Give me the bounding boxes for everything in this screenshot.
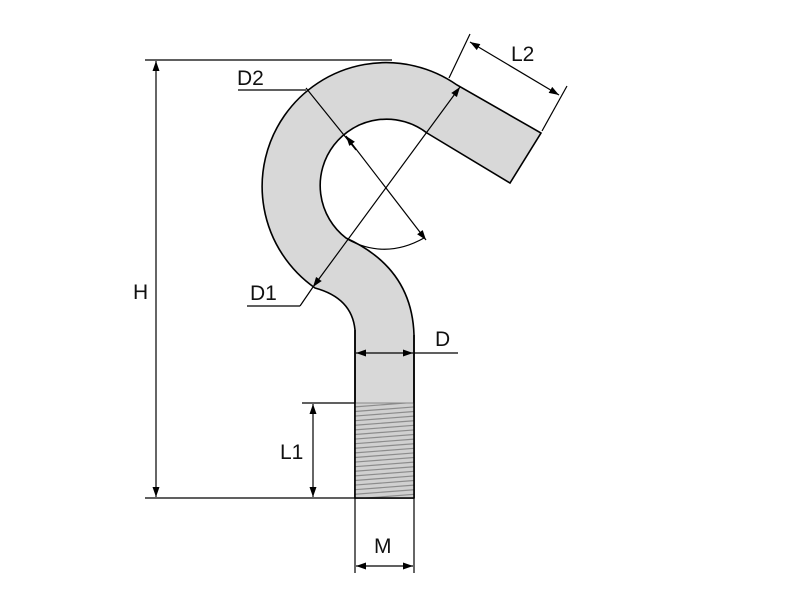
thread-line xyxy=(355,461,414,468)
thread-line xyxy=(352,499,417,504)
m-label: M xyxy=(374,535,392,558)
thread-section xyxy=(352,403,417,504)
thread-line xyxy=(355,456,414,463)
thread-line xyxy=(355,406,414,413)
thread-line xyxy=(355,410,414,417)
thread-line xyxy=(355,479,414,486)
thread-line xyxy=(355,433,414,440)
thread-line xyxy=(355,403,414,408)
thread-lines xyxy=(352,403,417,504)
l2-dimension-line xyxy=(469,41,560,96)
thread-line xyxy=(355,438,414,445)
thread-line xyxy=(355,466,414,472)
h-label: H xyxy=(133,281,148,304)
d1-leader-diag xyxy=(299,286,314,307)
thread-line xyxy=(355,452,414,459)
thread-line xyxy=(355,475,414,482)
thread-line xyxy=(355,443,414,449)
thread-line xyxy=(355,415,414,422)
l2-label: L2 xyxy=(511,43,534,66)
l1-label: L1 xyxy=(280,441,303,464)
thread-line xyxy=(355,470,414,477)
d2-label: D2 xyxy=(237,67,264,90)
d1-dimension-line xyxy=(312,86,461,288)
thread-line xyxy=(355,484,414,491)
l2-extension-a xyxy=(448,33,471,79)
d-label: D xyxy=(435,328,450,351)
thread-line xyxy=(355,424,414,431)
thread-line xyxy=(355,489,414,495)
thread-line xyxy=(355,420,414,426)
thread-line xyxy=(355,429,414,436)
thread-line xyxy=(355,447,414,454)
d1-label: D1 xyxy=(250,282,277,305)
thread-line xyxy=(358,493,414,498)
l2-extension-b xyxy=(541,85,568,132)
